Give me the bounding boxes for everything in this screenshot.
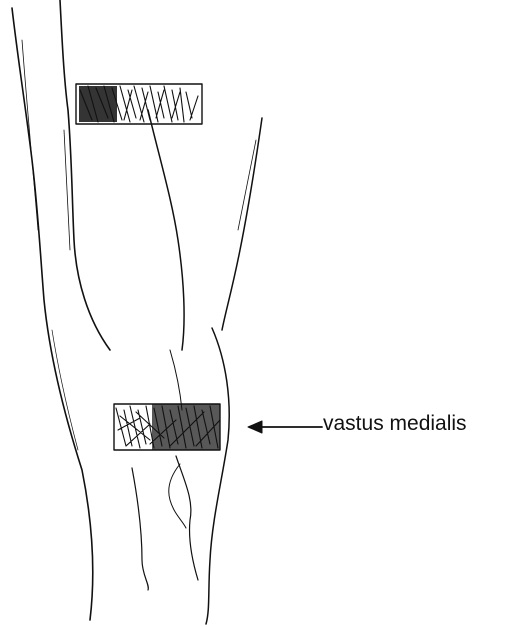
thigh-inner-contour	[60, 0, 110, 350]
thigh-outer-contour	[222, 118, 262, 330]
patella-detail	[170, 350, 182, 410]
vastus-medialis-label: vastus medialis	[323, 413, 467, 434]
upper-electrode-pad	[76, 84, 202, 124]
leg-outline-left-sketch-2	[52, 330, 78, 450]
shin-squiggle	[169, 464, 186, 528]
muscle-division-line	[148, 110, 184, 350]
thigh-inner-contour-sketch	[64, 130, 70, 250]
arrow-left-icon	[248, 421, 322, 433]
knee-contour	[206, 328, 229, 624]
lower-electrode-pad	[114, 404, 220, 450]
calf-detail	[132, 468, 148, 590]
leg-outline-left-sketch	[22, 40, 38, 230]
